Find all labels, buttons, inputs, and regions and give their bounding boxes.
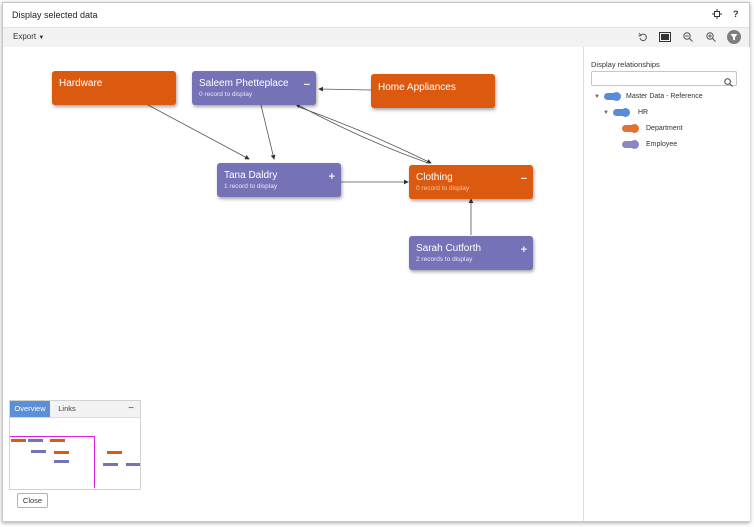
mini-node [107,451,122,454]
link-saleem-clothing [298,106,432,164]
node-subtitle: 0 record to display [199,91,253,98]
undo-icon[interactable] [636,30,650,44]
filter-icon[interactable] [727,30,741,44]
link-home-saleem [318,86,372,92]
tree-item-label: HR [638,109,649,116]
close-button[interactable]: Close [17,493,48,508]
graph-canvas[interactable]: Hardware Saleem Phetteplace 0 record to … [3,47,583,521]
node-saleem-phetteplace[interactable]: Saleem Phetteplace 0 record to display − [192,71,316,105]
mini-node [28,439,43,442]
node-subtitle: 0 record to display [416,185,470,192]
relationships-panel: Display relationships ▼ Master Data - Re… [583,47,750,521]
link-saleem-tana [260,104,276,160]
node-clothing[interactable]: Clothing 0 record to display − [409,165,533,199]
node-title: Home Appliances [378,82,456,93]
minimize-button[interactable]: − [128,403,134,414]
mini-node [54,451,69,454]
tree-item-department[interactable]: Department [622,124,742,135]
tree-item-label: Employee [646,141,678,148]
export-label: Export [13,32,37,41]
tab-overview[interactable]: Overview [10,401,50,417]
link-clothing-saleem [295,103,429,164]
tree-item-employee[interactable]: Employee [622,140,742,151]
node-subtitle: 1 record to display [224,183,278,190]
collapse-button[interactable]: − [303,79,310,91]
toggle-department[interactable] [622,124,639,133]
node-title: Hardware [59,78,103,89]
zoom-out-icon[interactable] [681,30,695,44]
toggle-master-data[interactable] [604,92,621,101]
help-icon[interactable]: ? [733,9,739,19]
link-hardware-tana [147,104,250,160]
search-icon [724,74,733,92]
expand-button[interactable]: + [328,171,335,183]
mini-node [11,439,26,442]
viewport-indicator[interactable] [10,436,95,488]
node-title: Tana Daldry [224,170,278,181]
overview-panel: Overview Links − [9,400,141,490]
display-data-dialog: Display selected data ? Export ▼ [2,2,750,522]
panel-title: Display relationships [591,60,660,69]
expand-button[interactable]: + [520,244,527,256]
title-bar: Display selected data ? [3,3,749,27]
dialog-title: Display selected data [12,10,98,20]
caret-down-icon[interactable]: ▼ [603,110,609,116]
tree-item-hr[interactable]: ▼ HR [603,108,743,119]
toggle-hr[interactable] [613,108,630,117]
mini-node [103,463,118,466]
fit-screen-icon[interactable] [658,30,672,44]
relationship-search-input[interactable] [591,71,737,87]
tree-item-master-data[interactable]: ▼ Master Data - Reference [594,92,744,103]
pin-icon[interactable] [712,9,722,22]
node-sarah-cutforth[interactable]: Sarah Cutforth 2 records to display + [409,236,533,270]
relationship-links [147,86,474,235]
zoom-in-icon[interactable] [704,30,718,44]
node-subtitle: 2 records to display [416,256,473,263]
collapse-button[interactable]: − [520,173,527,185]
mini-node [50,439,65,442]
node-home-appliances[interactable]: Home Appliances [371,74,495,108]
tree-item-label: Master Data - Reference [626,93,703,100]
caret-down-icon[interactable]: ▼ [594,94,600,100]
tab-links[interactable]: Links [58,404,76,413]
node-tana-daldry[interactable]: Tana Daldry 1 record to display + [217,163,341,197]
mini-node [54,460,69,463]
node-title: Saleem Phetteplace [199,78,289,89]
node-title: Clothing [416,172,453,183]
mini-node [126,463,140,466]
export-menu[interactable]: Export ▼ [13,32,44,41]
mini-node [31,450,46,453]
caret-down-icon: ▼ [38,35,45,41]
tree-item-label: Department [646,125,683,132]
toggle-employee[interactable] [622,140,639,149]
node-title: Sarah Cutforth [416,243,482,254]
node-hardware[interactable]: Hardware [52,71,176,105]
toolbar: Export ▼ [3,27,749,48]
